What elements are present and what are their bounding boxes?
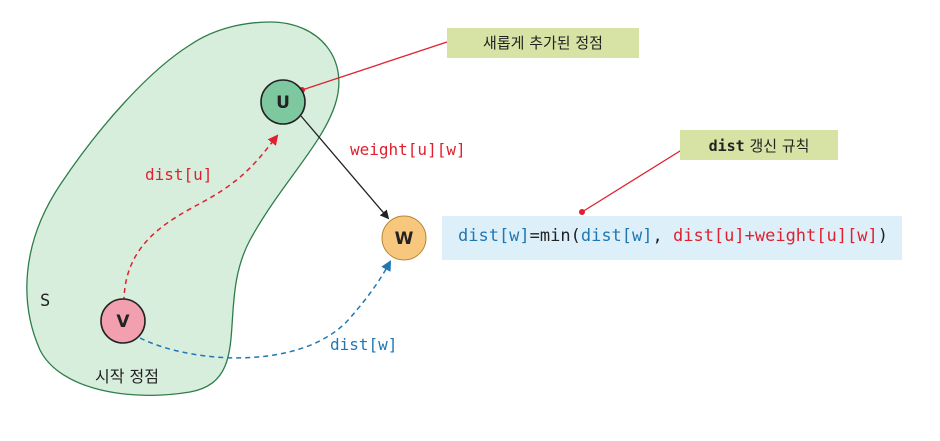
edge-label-weight-uw: weight[u][w] <box>350 140 466 159</box>
node-w: W <box>381 215 427 261</box>
node-v: V <box>100 298 146 344</box>
formula-close: ) <box>877 226 888 246</box>
edge-label-dist-u: dist[u] <box>145 165 212 184</box>
start-vertex-label: 시작 정점 <box>95 367 159 386</box>
node-w-label: W <box>395 229 414 249</box>
formula-box <box>442 216 902 260</box>
formula-arg1: dist[w] <box>580 226 653 246</box>
edge-u-to-w <box>300 115 390 220</box>
formula-min: =min( <box>529 226 581 246</box>
callout-new-vertex: 새롭게 추가된 정점 <box>447 28 639 58</box>
callout-line-new-vertex <box>301 41 448 91</box>
callout-dot-rule <box>579 209 585 215</box>
set-s-region <box>26 21 340 396</box>
update-formula: dist[w]=min(dist[w], dist[u]+weight[u][w… <box>458 226 888 246</box>
formula-arg2: dist[u]+weight[u][w] <box>672 226 878 246</box>
node-u: U <box>260 79 306 125</box>
callout-new-vertex-text: 새롭게 추가된 정점 <box>483 34 603 52</box>
callout-rule-text: dist 갱신 규칙 <box>709 137 810 155</box>
edge-v-to-u-dashed <box>123 134 279 303</box>
callout-rule-bold: dist <box>709 137 745 155</box>
callout-rule: dist 갱신 규칙 <box>680 130 838 160</box>
callout-rule-rest: 갱신 규칙 <box>745 137 810 155</box>
formula-lhs: dist[w] <box>458 226 530 246</box>
callout-line-rule <box>581 145 689 213</box>
edge-label-dist-w: dist[w] <box>330 335 397 354</box>
node-u-label: U <box>276 93 290 113</box>
node-v-label: V <box>116 312 130 332</box>
edge-v-to-w-dashed <box>139 260 392 359</box>
formula-sep: , <box>652 226 673 246</box>
set-s-label: S <box>40 291 50 311</box>
